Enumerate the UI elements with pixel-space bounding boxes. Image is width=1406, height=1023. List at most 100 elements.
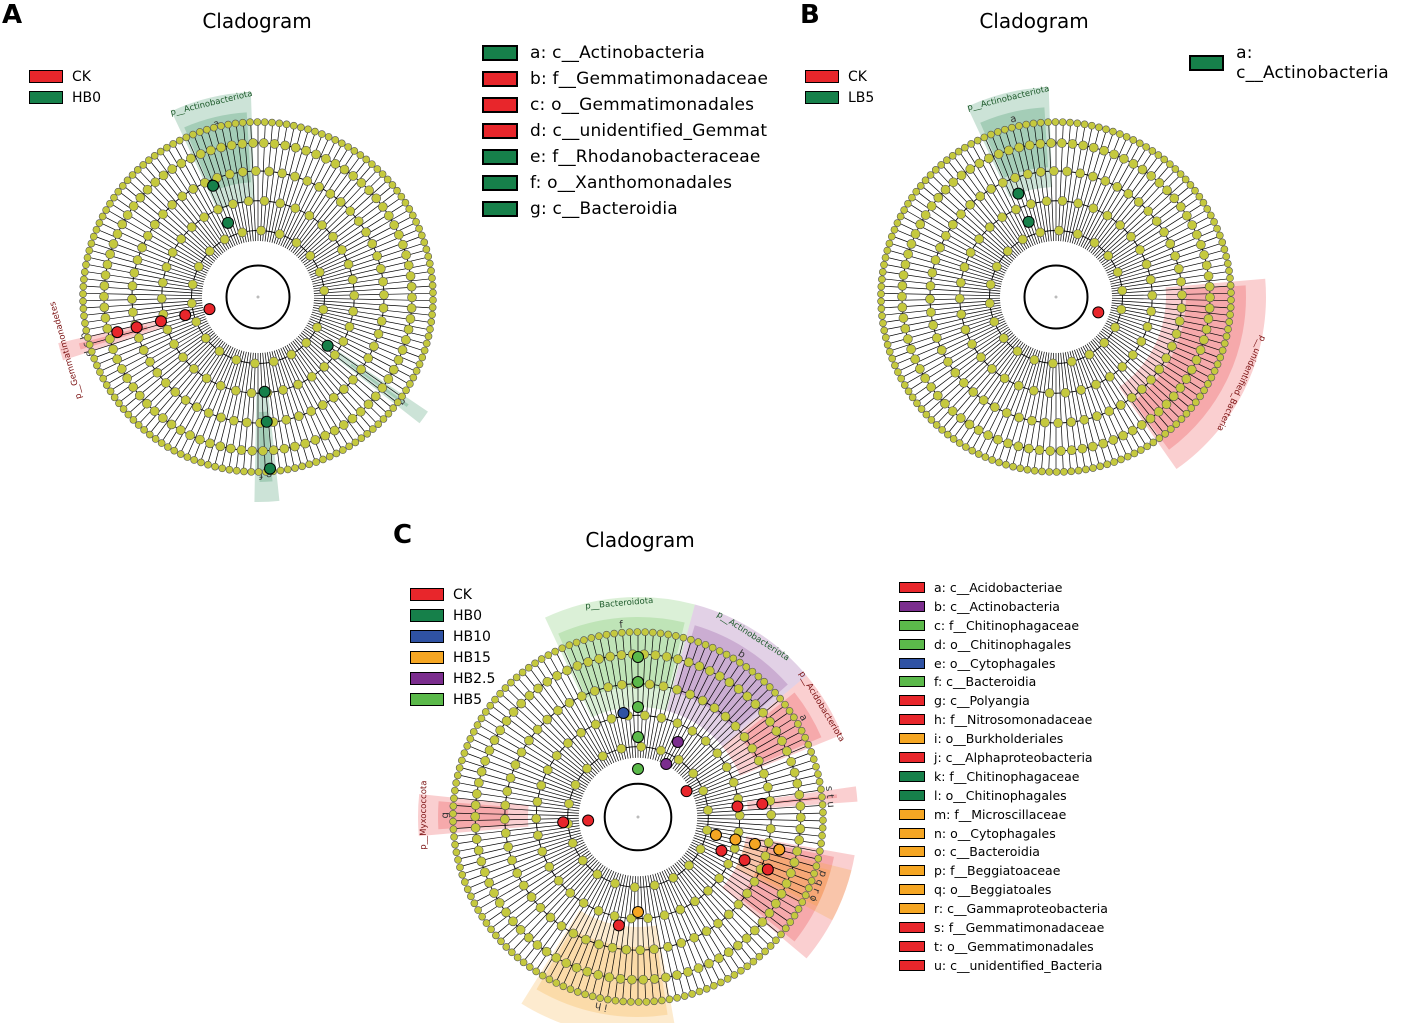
taxon-node — [502, 786, 513, 797]
legend-label: HB0 — [453, 607, 483, 624]
taxon-node — [1204, 380, 1212, 388]
taxon-node — [1074, 466, 1083, 475]
taxon-node — [185, 430, 195, 441]
taxon-node — [1226, 310, 1234, 319]
taxon-node — [254, 468, 263, 476]
taxon-node — [1115, 220, 1125, 230]
taxon-node — [680, 992, 689, 1000]
taxon-node — [908, 393, 917, 402]
taxon-node — [362, 155, 371, 164]
branch-line — [889, 242, 1003, 281]
taxon-node — [790, 713, 798, 722]
biomarker-item: m: f__Microscillaceae — [899, 805, 1108, 824]
legend-swatch — [410, 630, 444, 643]
taxon-node — [904, 387, 913, 396]
taxon-node — [1105, 371, 1115, 382]
taxon-node — [1051, 118, 1060, 126]
root-node — [636, 815, 640, 819]
taxon-node — [243, 196, 254, 207]
taxon-node — [1103, 460, 1111, 469]
biomarker-node — [260, 415, 273, 428]
taxon-node — [119, 405, 128, 413]
taxon-node — [900, 323, 911, 334]
legend-swatch — [899, 921, 925, 933]
taxon-node — [80, 312, 88, 320]
sector-letter-label: a — [797, 712, 810, 723]
taxon-node — [481, 708, 490, 716]
taxon-node — [1066, 356, 1077, 367]
taxon-node — [733, 899, 744, 910]
taxon-node — [367, 239, 378, 249]
taxon-node — [186, 153, 196, 164]
group-legend-item: HB15 — [410, 647, 495, 668]
biomarker-node — [1092, 306, 1105, 319]
taxon-node — [985, 298, 995, 309]
taxon-node — [794, 789, 805, 800]
taxon-node — [106, 387, 115, 396]
taxon-node — [474, 906, 482, 914]
taxon-node — [132, 255, 143, 265]
taxon-node — [749, 876, 760, 887]
taxon-node — [724, 677, 735, 688]
legend-swatch — [899, 940, 925, 952]
taxon-node — [492, 931, 500, 940]
taxon-node — [449, 809, 457, 818]
taxon-node — [1170, 251, 1180, 261]
taxon-node — [730, 721, 741, 732]
taxon-node — [378, 202, 388, 212]
taxon-node — [1126, 231, 1136, 242]
branch-line — [1078, 136, 1128, 246]
taxon-node — [786, 868, 796, 878]
taxon-node — [564, 798, 574, 809]
taxon-node — [1044, 388, 1055, 398]
biomarker-item: c: f__Chitinophagaceae — [899, 616, 1108, 635]
taxon-node — [995, 458, 1003, 467]
taxon-node — [1129, 136, 1138, 144]
taxon-node — [451, 786, 459, 795]
taxon-node — [1116, 400, 1126, 410]
taxon-node — [500, 814, 510, 825]
taxon-node — [581, 990, 589, 999]
taxon-node — [1026, 199, 1036, 209]
biomarker-node — [756, 797, 769, 810]
taxon-node — [268, 356, 279, 367]
taxon-node — [1128, 159, 1139, 169]
taxon-node — [695, 844, 706, 854]
taxon-node — [883, 246, 892, 255]
taxon-node — [1216, 231, 1224, 240]
taxon-node — [525, 963, 534, 971]
sector-letter-label: f — [619, 620, 624, 631]
taxon-node — [176, 234, 186, 244]
taxon-node — [110, 193, 118, 202]
taxon-node — [736, 658, 744, 667]
taxon-node — [347, 413, 358, 424]
branch-line — [1067, 351, 1093, 469]
taxon-node — [798, 898, 807, 906]
taxon-node — [545, 912, 556, 923]
biomarker-item: u: c__unidentified_Bacteria — [899, 956, 1108, 975]
taxon-node — [1174, 316, 1185, 326]
taxon-node — [1046, 138, 1056, 148]
taxon-node — [1204, 281, 1215, 292]
taxon-node — [713, 918, 723, 929]
taxon-node — [673, 994, 681, 1002]
taxon-node — [314, 267, 325, 278]
taxon-node — [954, 293, 965, 304]
taxon-node — [766, 809, 776, 820]
taxon-node — [656, 713, 667, 723]
taxon-node — [117, 364, 127, 374]
taxon-node — [544, 651, 553, 659]
taxon-node — [237, 167, 248, 177]
taxon-node — [398, 392, 406, 401]
taxon-node — [759, 768, 769, 779]
taxon-node — [99, 302, 110, 313]
taxon-node — [345, 206, 356, 216]
taxon-node — [629, 882, 640, 893]
taxon-node — [818, 800, 827, 809]
taxon-node — [1201, 324, 1212, 335]
taxon-node — [606, 713, 617, 724]
branch-line — [1109, 242, 1223, 281]
taxon-node — [815, 777, 824, 786]
taxon-node — [259, 138, 269, 148]
taxon-node — [320, 430, 330, 441]
